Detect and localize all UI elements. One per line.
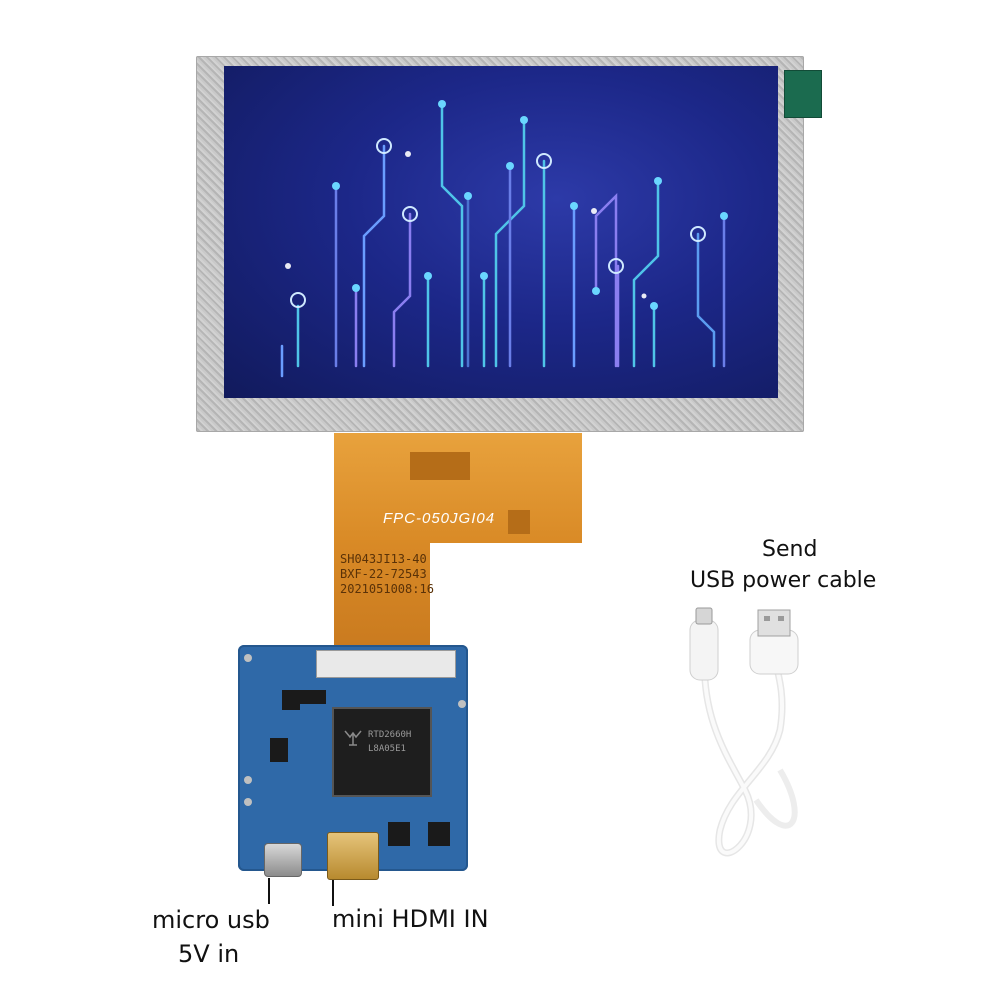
pcb-component [282, 690, 300, 710]
usb-cable-image [689, 607, 799, 857]
mounting-pad [244, 776, 252, 784]
micro-usb-voltage-label: 5V in [178, 940, 240, 968]
cable-component-area [410, 452, 470, 480]
micro-usb-port [264, 843, 302, 877]
flex-cable-tail [334, 540, 430, 652]
fpc-part-number-1: SH043JI13-40 [340, 552, 427, 566]
mini-hdmi-label: mini HDMI IN [332, 905, 489, 933]
flex-cable [334, 433, 582, 543]
mounting-pad [244, 798, 252, 806]
fpc-connector [316, 650, 456, 678]
pcb-component [270, 738, 288, 762]
micro-usb-plug [689, 619, 719, 681]
protective-film-tab [784, 70, 822, 118]
hdmi-pointer-line [332, 880, 334, 906]
mounting-pad [244, 654, 252, 662]
send-label: Send [762, 537, 818, 562]
fpc-part-number-2: BXF-22-72543 [340, 567, 427, 581]
lcd-screen [224, 66, 778, 398]
chip-label-1: RTD2660H [368, 730, 412, 740]
controller-chip [332, 707, 432, 797]
pcb-component [300, 690, 326, 704]
usb-cable-label: USB power cable [690, 568, 877, 593]
micro-usb-pointer-line [268, 878, 270, 904]
chip-logo-icon [344, 730, 362, 746]
mounting-pad [458, 700, 466, 708]
micro-usb-label: micro usb [152, 906, 270, 934]
fpc-model-code: FPC-050JGI04 [383, 510, 496, 527]
pcb-component [428, 822, 450, 846]
cable-contacts [508, 510, 530, 534]
pcb-component [388, 822, 410, 846]
chip-label-2: L8A05E1 [368, 744, 406, 754]
fpc-date-code: 2021051008:16 [340, 582, 434, 596]
mini-hdmi-port [327, 832, 379, 880]
circuit-wallpaper [280, 100, 728, 378]
usb-a-plug [749, 629, 799, 675]
